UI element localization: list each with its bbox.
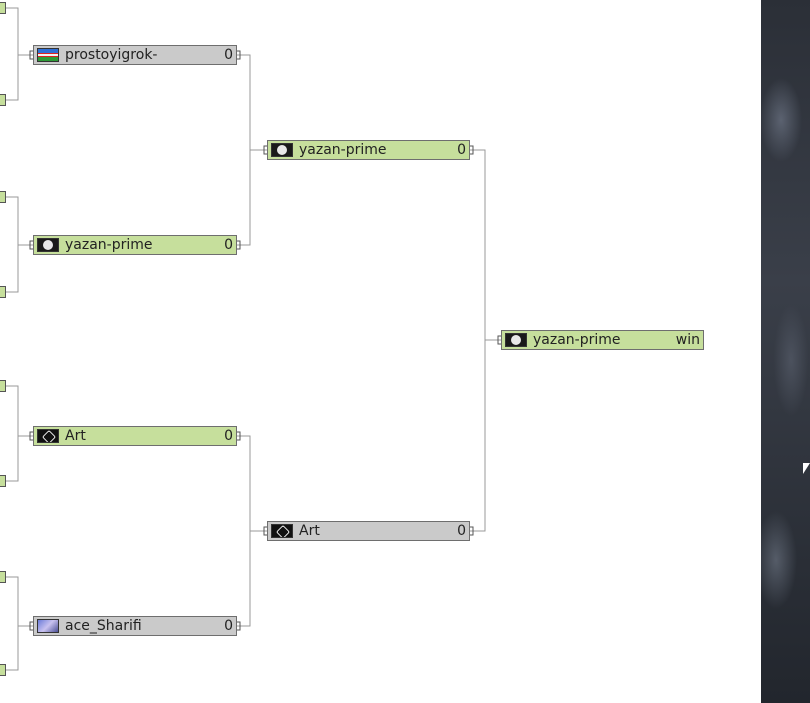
player-score: 0 — [224, 47, 233, 63]
player-score: 0 — [224, 618, 233, 634]
face-icon — [37, 238, 59, 252]
tournament-bracket: prostoyigrok- 0 yazan-prime 0 Art 0 ace_… — [0, 0, 760, 703]
player-score: 0 — [457, 523, 466, 539]
previous-round-slot[interactable] — [0, 475, 6, 487]
previous-round-slot[interactable] — [0, 2, 6, 14]
result-label: win — [675, 332, 700, 348]
anime-avatar-icon — [37, 619, 59, 633]
player-score: 0 — [224, 237, 233, 253]
match-slot-art[interactable]: Art 0 — [33, 426, 237, 446]
match-slot-final-winner[interactable]: yazan-prime win — [501, 330, 704, 350]
player-name: yazan-prime — [65, 237, 153, 253]
previous-round-slot[interactable] — [0, 286, 6, 298]
gear-icon — [271, 524, 293, 538]
match-slot-ace-sharifi[interactable]: ace_Sharifi 0 — [33, 616, 237, 636]
bracket-connectors — [0, 7, 501, 671]
match-slot-yazan-prime-r2[interactable]: yazan-prime 0 — [267, 140, 470, 160]
player-name: Art — [299, 523, 320, 539]
player-name: Art — [65, 428, 86, 444]
match-slot-yazan-prime[interactable]: yazan-prime 0 — [33, 235, 237, 255]
background-artwork — [761, 0, 810, 703]
player-name: yazan-prime — [299, 142, 387, 158]
flag-icon — [37, 48, 59, 62]
player-name: yazan-prime — [533, 332, 621, 348]
previous-round-slot[interactable] — [0, 191, 6, 203]
mouse-cursor-icon — [803, 463, 810, 474]
previous-round-slot[interactable] — [0, 94, 6, 106]
player-name: ace_Sharifi — [65, 618, 142, 634]
face-icon — [505, 333, 527, 347]
previous-round-slot[interactable] — [0, 664, 6, 676]
previous-round-slot[interactable] — [0, 380, 6, 392]
player-name: prostoyigrok- — [65, 47, 158, 63]
player-score: 0 — [457, 142, 466, 158]
gear-icon — [37, 429, 59, 443]
match-slot-prostoyigrok[interactable]: prostoyigrok- 0 — [33, 45, 237, 65]
face-icon — [271, 143, 293, 157]
player-score: 0 — [224, 428, 233, 444]
previous-round-slot[interactable] — [0, 571, 6, 583]
match-slot-art-r2[interactable]: Art 0 — [267, 521, 470, 541]
